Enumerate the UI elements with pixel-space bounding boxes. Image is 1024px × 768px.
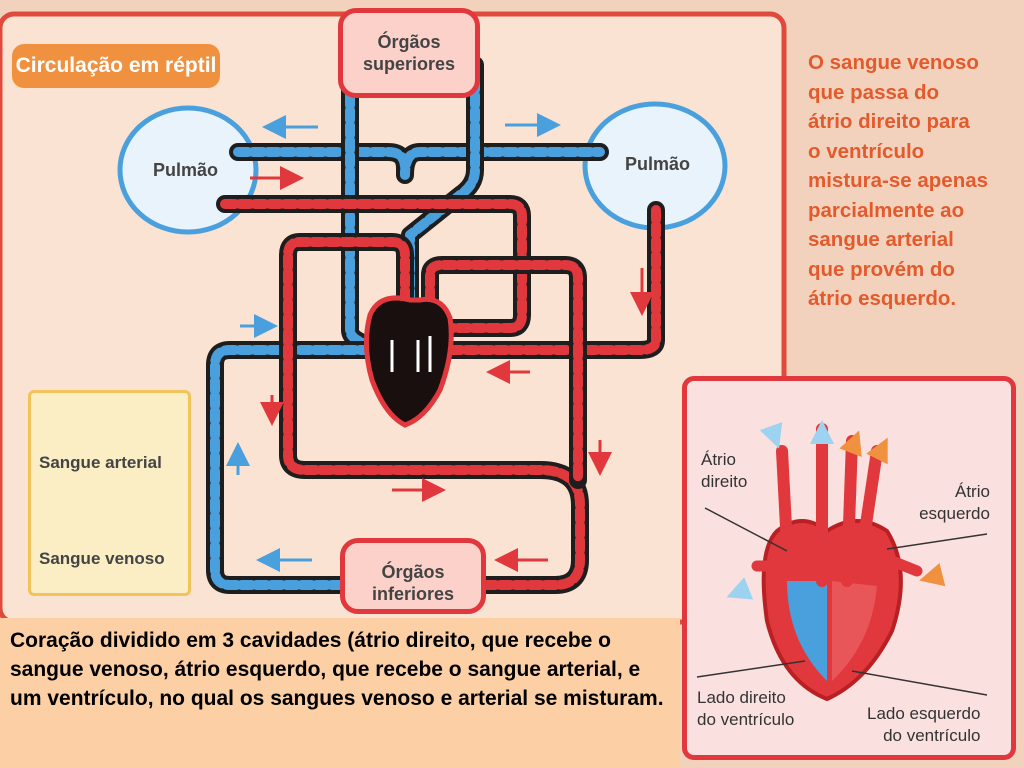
note-line: O sangue venoso — [808, 51, 979, 74]
left-side-line1: Lado esquerdo — [867, 704, 981, 723]
right-ventricle-side-label: Lado direito do ventrículo — [697, 687, 794, 731]
note-line: parcialmente ao — [808, 198, 965, 222]
note-line: mistura-se apenas — [808, 169, 989, 192]
note-line: o ventrículo — [808, 139, 925, 163]
legend-arterial-label: Sangue arterial — [39, 453, 162, 472]
reptile-heart — [363, 295, 454, 428]
arterial-vessels — [216, 195, 665, 594]
right-lung-label: Pulmão — [625, 154, 691, 174]
legend-box: Sangue arterial Sangue venoso — [28, 390, 191, 596]
note-line: que passa do — [808, 80, 940, 104]
explanation-note: O sangue venoso que passa do átrio direi… — [808, 48, 1018, 314]
heart-detail-drawing — [696, 420, 988, 702]
note-line: que provém do — [808, 257, 955, 281]
caption-text: Coração dividido em 3 cavidades (átrio d… — [10, 629, 664, 710]
upper-organs-line2: superiores — [362, 54, 456, 74]
flow-arrows — [226, 113, 654, 572]
left-ventricle-side-label: Lado esquerdo do ventrículo — [867, 703, 980, 747]
right-side-line2: do ventrículo — [697, 710, 795, 729]
upper-organs-box: Órgãos superiores — [338, 8, 480, 98]
heart-detail-panel: Átrio direito Átrio esquerdo Lado direit… — [682, 376, 1016, 760]
left-atrium-label: Átrio esquerdo — [919, 481, 990, 525]
upper-organs-line1: Órgãos — [377, 32, 441, 52]
left-lung-label: Pulmão — [153, 160, 219, 180]
left-atrium-line2: esquerdo — [919, 504, 990, 523]
note-line: átrio esquerdo. — [808, 287, 957, 310]
left-atrium-line1: Átrio — [955, 482, 990, 501]
legend-venous-label: Sangue venoso — [39, 549, 165, 568]
left-side-line2: do ventrículo — [883, 726, 981, 745]
note-line: sangue arterial — [808, 228, 954, 251]
caption-box: Coração dividido em 3 cavidades (átrio d… — [0, 618, 680, 768]
right-atrium-label: Átrio direito — [701, 449, 747, 493]
diagram-title: Circulação em réptil — [12, 44, 220, 88]
lower-organs-line2: inferiores — [371, 584, 455, 604]
right-side-line1: Lado direito — [697, 688, 786, 707]
lower-organs-line1: Órgãos — [381, 562, 445, 582]
heart-flow-marks — [390, 336, 432, 372]
note-line: átrio direito para — [808, 110, 970, 133]
lower-organs-box: Órgãos inferiores — [340, 538, 486, 614]
right-atrium-line2: direito — [701, 472, 748, 491]
right-atrium-line1: Átrio — [701, 450, 736, 469]
